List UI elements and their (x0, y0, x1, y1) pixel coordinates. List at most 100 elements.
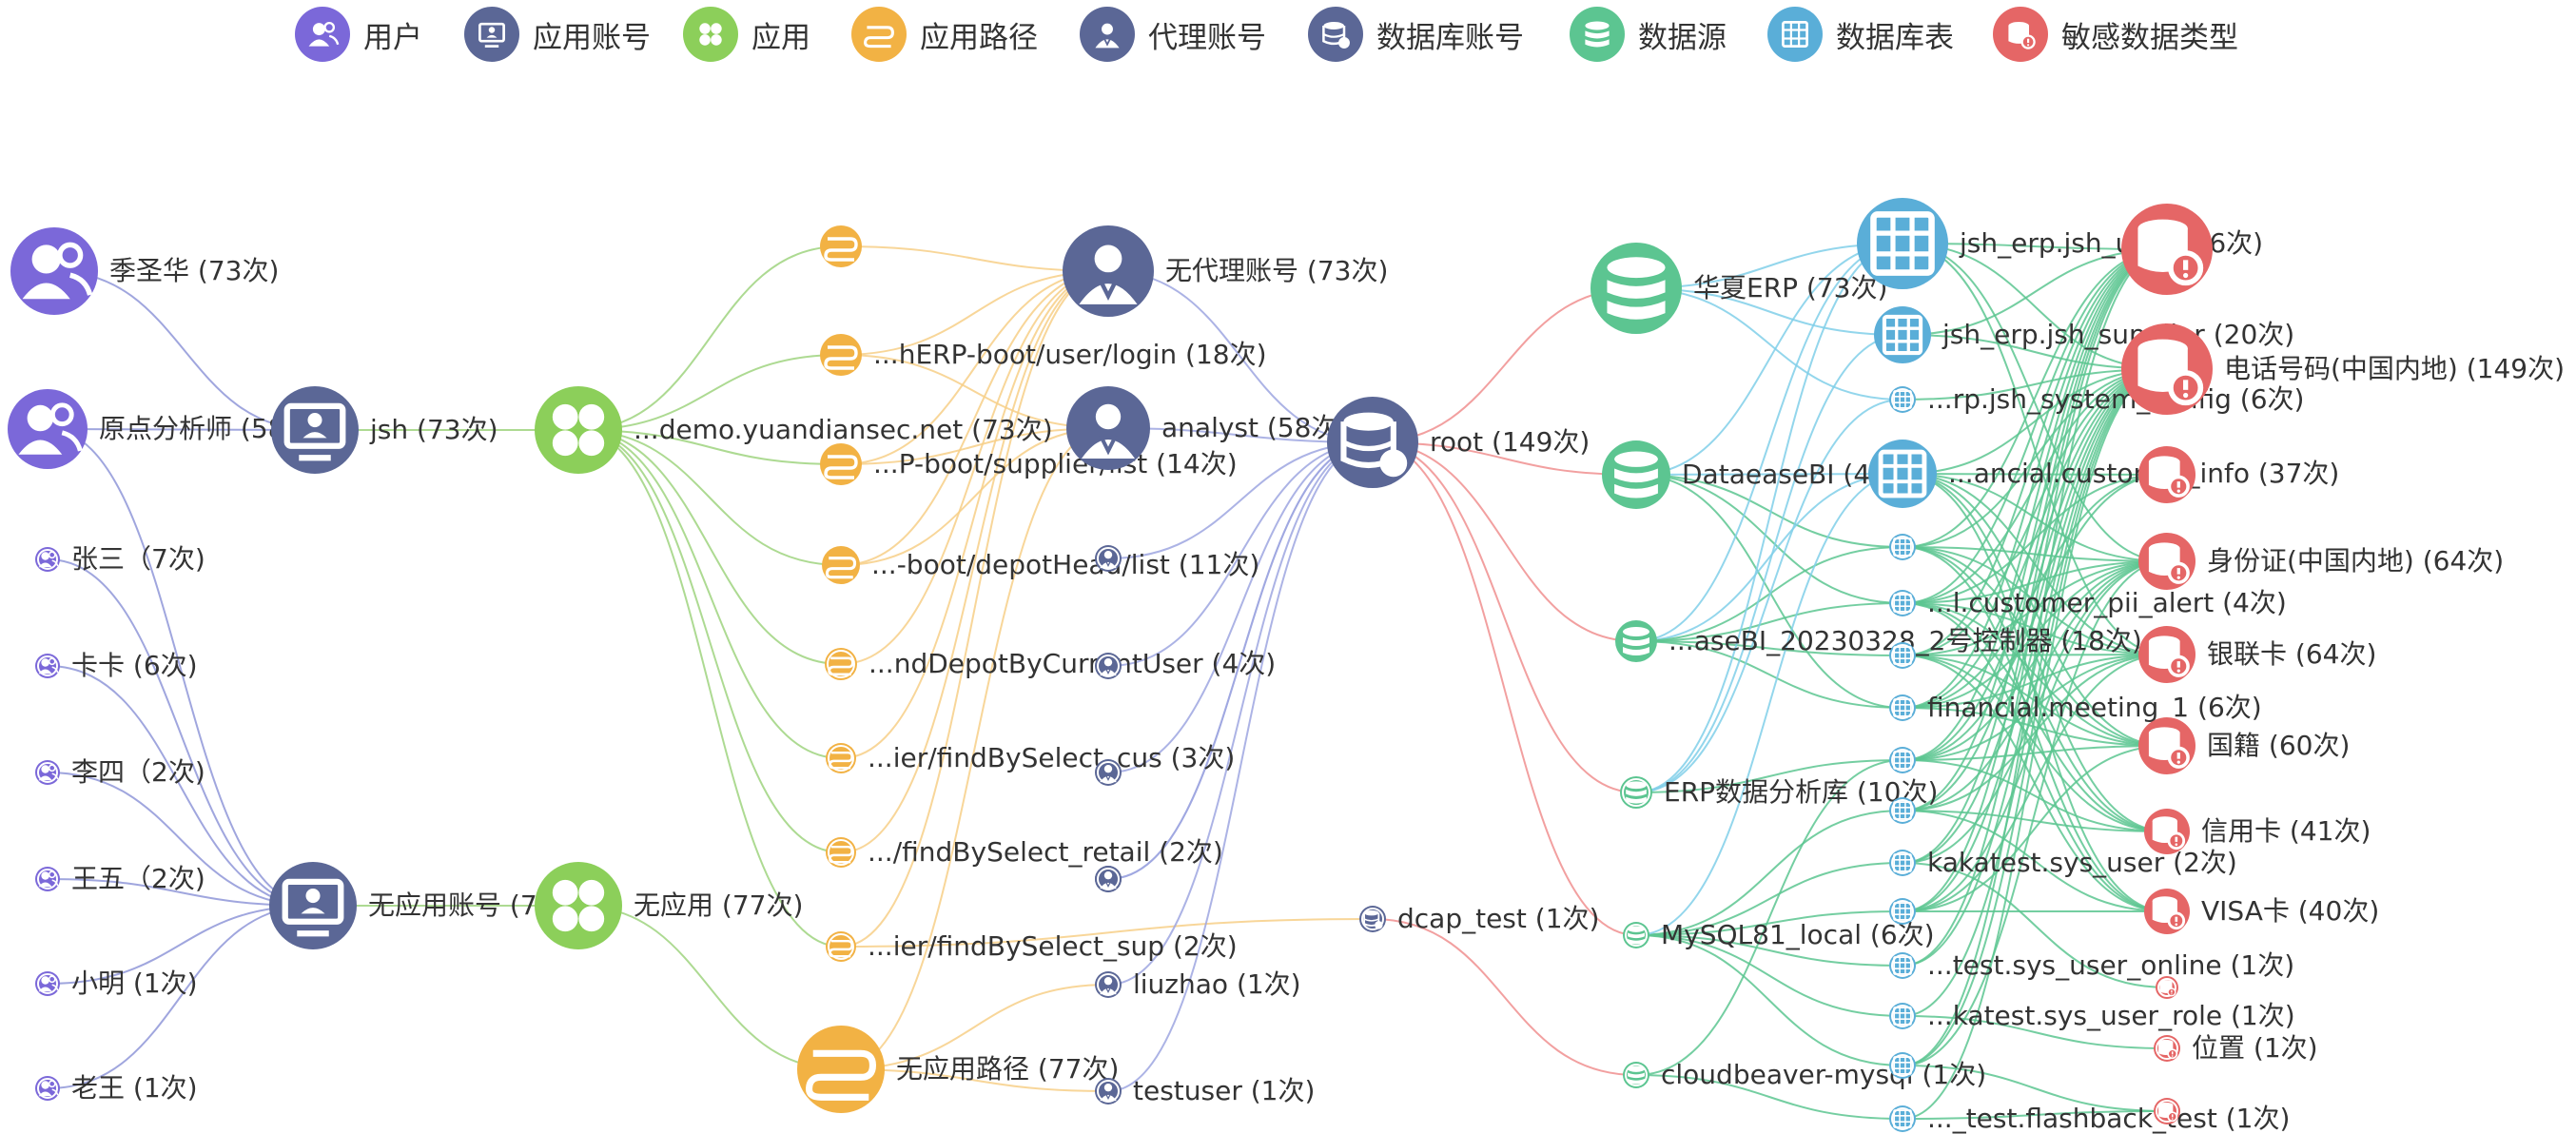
edge (577, 429, 842, 566)
legend-item[interactable]: 应用 (683, 7, 810, 62)
graph-node[interactable] (2154, 1098, 2180, 1124)
graph-node[interactable]: ...ier/findBySelect_cus (3次) (826, 742, 1235, 773)
graph-node[interactable] (820, 225, 862, 267)
graph-node[interactable]: 无应用 (77次) (535, 862, 803, 949)
table-icon (1889, 590, 1916, 616)
graph-node[interactable]: analyst (58次) (1066, 386, 1348, 470)
route-icon (826, 837, 856, 868)
edge (1635, 1074, 1903, 1120)
graph-node[interactable]: ...aseBI_20230328_2号控制器 (18次) (1615, 620, 2142, 662)
graph-node[interactable]: ...P-boot/supplier/list (14次) (820, 443, 1238, 485)
legend-item[interactable]: 敏感数据类型 (1993, 7, 2238, 62)
graph-node[interactable]: ...katest.sys_user_role (1次) (1889, 1000, 2295, 1031)
graph-node[interactable]: root (149次) (1327, 397, 1590, 488)
graph-node[interactable] (2121, 204, 2213, 295)
user-icon (10, 227, 98, 315)
graph-node[interactable]: 季圣华 (73次) (10, 227, 279, 315)
edge (840, 1068, 1109, 1092)
graph-node[interactable]: dcap_test (1次) (1359, 903, 1599, 934)
legend-item[interactable]: 用户 (295, 7, 422, 62)
graph-node[interactable]: 信用卡 (41次) (2144, 809, 2371, 854)
graph-node[interactable]: 身份证(中国内地) (64次) (2138, 533, 2504, 590)
graph-node[interactable] (1889, 534, 1916, 560)
edge (1902, 248, 2168, 967)
edge (1902, 368, 2168, 1017)
graph-node[interactable] (1889, 797, 1916, 824)
graph-node[interactable]: 无应用账号 (77次) (269, 862, 591, 949)
graph-node[interactable]: jsh_erp.jsh_supplier (20次) (1874, 306, 2294, 363)
graph-node[interactable]: ...demo.yuandiansec.net (73次) (535, 386, 1053, 474)
edge (1902, 745, 2168, 912)
graph-node[interactable]: ...l.customer_pii_alert (4次) (1889, 587, 2287, 618)
graph-node[interactable]: 李四（2次) (35, 756, 205, 788)
graph-node[interactable] (1095, 759, 1122, 786)
graph-node[interactable]: ...test.sys_user_online (1次) (1889, 949, 2294, 981)
graph-node[interactable]: ..._test.flashback_test (1次) (1889, 1103, 2290, 1134)
graph-node[interactable]: ...-boot/depotHead/list (11次) (822, 546, 1259, 584)
node-label: jsh_erp.jsh_user (56次) (1959, 227, 2263, 259)
legend-item[interactable]: 应用路径 (851, 7, 1038, 62)
node-label: ...ier/findBySelect_cus (3次) (868, 742, 1235, 773)
graph-node[interactable] (1889, 642, 1916, 669)
graph-node[interactable]: ...hERP-boot/user/login (18次) (820, 334, 1267, 376)
graph-node[interactable]: 位置 (1次) (2154, 1032, 2318, 1064)
graph-node[interactable]: ERP数据分析库 (10次) (1620, 776, 1938, 809)
graph-node[interactable]: MySQL81_local (6次) (1623, 919, 1935, 950)
graph-node[interactable]: 王五（2次) (35, 863, 205, 894)
graph-node[interactable]: liuzhao (1次) (1095, 968, 1301, 1000)
graph-node[interactable]: 电话号码(中国内地) (149次) (2121, 323, 2565, 415)
graph-node[interactable]: 小明 (1次) (35, 968, 198, 999)
legend-label: 敏感数据类型 (2061, 20, 2238, 55)
legend-label: 数据库账号 (1376, 20, 1524, 55)
graph-node[interactable]: kakatest.sys_user (2次) (1889, 847, 2237, 878)
edge (1902, 248, 2168, 761)
graph-node[interactable] (1889, 898, 1916, 925)
graph-node[interactable] (1095, 866, 1122, 892)
node-label: testuser (1次) (1133, 1075, 1315, 1106)
node-label: ...ndDepotByCurrentUser (4次) (868, 648, 1276, 679)
node-label: 无应用 (77次) (634, 890, 803, 921)
legend-item[interactable]: 数据源 (1570, 7, 1727, 62)
graph-node[interactable]: testuser (1次) (1095, 1075, 1315, 1106)
edge (1902, 1015, 2168, 1049)
graph-node[interactable]: VISA卡 (40次) (2144, 889, 2379, 934)
graph-node[interactable] (1889, 1052, 1916, 1079)
graph-node[interactable] (1889, 747, 1916, 773)
legend-item[interactable]: 代理账号 (1080, 7, 1266, 62)
edge (1635, 759, 1903, 1076)
legend-item[interactable]: 数据库账号 (1308, 7, 1524, 62)
legend-label: 数据库表 (1836, 20, 1954, 55)
graph-node[interactable] (2156, 976, 2178, 999)
edge (47, 905, 314, 985)
nodes: 季圣华 (73次)原点分析师 (58次)张三（7次)卡卡 (6次)李四（2次)王… (8, 198, 2565, 1134)
graph-node[interactable] (1095, 545, 1122, 572)
graph-node[interactable] (2138, 446, 2195, 503)
graph-node[interactable]: 张三（7次) (35, 543, 205, 575)
graph-node[interactable]: ...rp.jsh_system_config (6次) (1889, 383, 2304, 415)
table-icon (1767, 7, 1823, 62)
graph-node[interactable]: 老王 (1次) (35, 1072, 198, 1104)
graph-node[interactable]: ...ier/findBySelect_sup (2次) (826, 930, 1238, 962)
legend-item[interactable]: 应用账号 (464, 7, 651, 62)
user-icon (295, 7, 350, 62)
edge (1902, 546, 2168, 655)
graph-node[interactable]: 银联卡 (64次) (2138, 626, 2376, 683)
graph-node[interactable]: financial.meeting_1 (6次) (1889, 692, 2262, 723)
edge (1902, 546, 2168, 912)
graph-node[interactable]: 卡卡 (6次) (35, 650, 198, 681)
graph-node[interactable]: 国籍 (60次) (2138, 717, 2350, 774)
graph-node[interactable]: 华夏ERP (73次) (1590, 243, 1887, 334)
graph-node[interactable]: ...ndDepotByCurrentUser (4次) (825, 648, 1276, 680)
edge (1902, 810, 2168, 912)
legend-item[interactable]: 数据库表 (1767, 7, 1954, 62)
graph-node[interactable] (1095, 653, 1122, 679)
graph-node[interactable]: cloudbeaver-mysql (1次) (1623, 1059, 1986, 1090)
graph-node[interactable]: 无应用路径 (77次) (797, 1026, 1119, 1113)
graph-node[interactable]: .../findBySelect_retail (2次) (826, 836, 1223, 868)
graph-node[interactable]: jsh (73次) (271, 386, 498, 474)
edge (1635, 910, 1903, 936)
node-label: ...hERP-boot/user/login (18次) (873, 339, 1267, 370)
edge (1107, 441, 1374, 986)
graph-node[interactable]: 无代理账号 (73次) (1063, 225, 1388, 317)
